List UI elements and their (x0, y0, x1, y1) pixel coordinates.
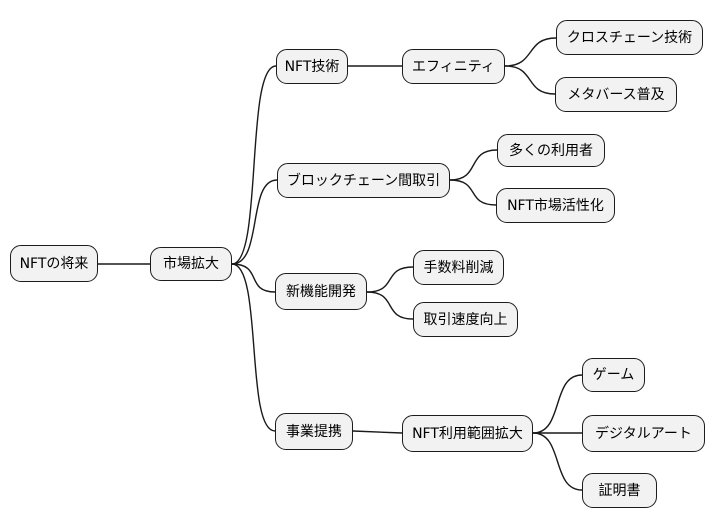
node-new-feature-dev[interactable]: 新機能開発 (275, 273, 367, 310)
edge-efinity-metaverse (504, 65, 556, 95)
edge-efinity-crosschain (504, 37, 557, 67)
edge-scope-cert (532, 432, 583, 491)
node-fee-reduction[interactable]: 手数料削減 (413, 250, 504, 285)
edge-partner-scope (352, 430, 403, 434)
node-nft-technology[interactable]: NFT技術 (276, 49, 348, 84)
edge-newfeat-speed (366, 291, 414, 320)
edge-market-interchain (231, 179, 278, 265)
node-nft-market-activation[interactable]: NFT市場活性化 (496, 188, 615, 223)
node-metaverse-adoption[interactable]: メタバース普及 (555, 77, 677, 112)
edge-interchain-activation (449, 179, 497, 206)
node-business-partnership[interactable]: 事業提携 (275, 413, 353, 450)
edge-interchain-users (449, 149, 498, 181)
node-game[interactable]: ゲーム (582, 358, 645, 392)
node-many-users[interactable]: 多くの利用者 (497, 134, 605, 167)
edge-newfeat-fees (366, 266, 414, 293)
edge-market-tech (231, 65, 277, 265)
node-nft-future[interactable]: NFTの将来 (10, 245, 98, 282)
node-cross-chain-tech[interactable]: クロスチェーン技術 (556, 20, 703, 55)
node-nft-use-expansion[interactable]: NFT利用範囲拡大 (402, 415, 533, 452)
node-interchain-trading[interactable]: ブロックチェーン間取引 (277, 163, 450, 198)
node-efinity[interactable]: エフィニティ (402, 49, 505, 84)
node-digital-art[interactable]: デジタルアート (582, 415, 705, 452)
edge-market-newfeat (231, 263, 276, 293)
edge-market-partner (231, 263, 276, 432)
edge-scope-game (532, 374, 583, 434)
node-transaction-speed[interactable]: 取引速度向上 (413, 302, 518, 337)
node-market-expansion[interactable]: 市場拡大 (150, 247, 232, 281)
node-certificate[interactable]: 証明書 (582, 473, 657, 508)
